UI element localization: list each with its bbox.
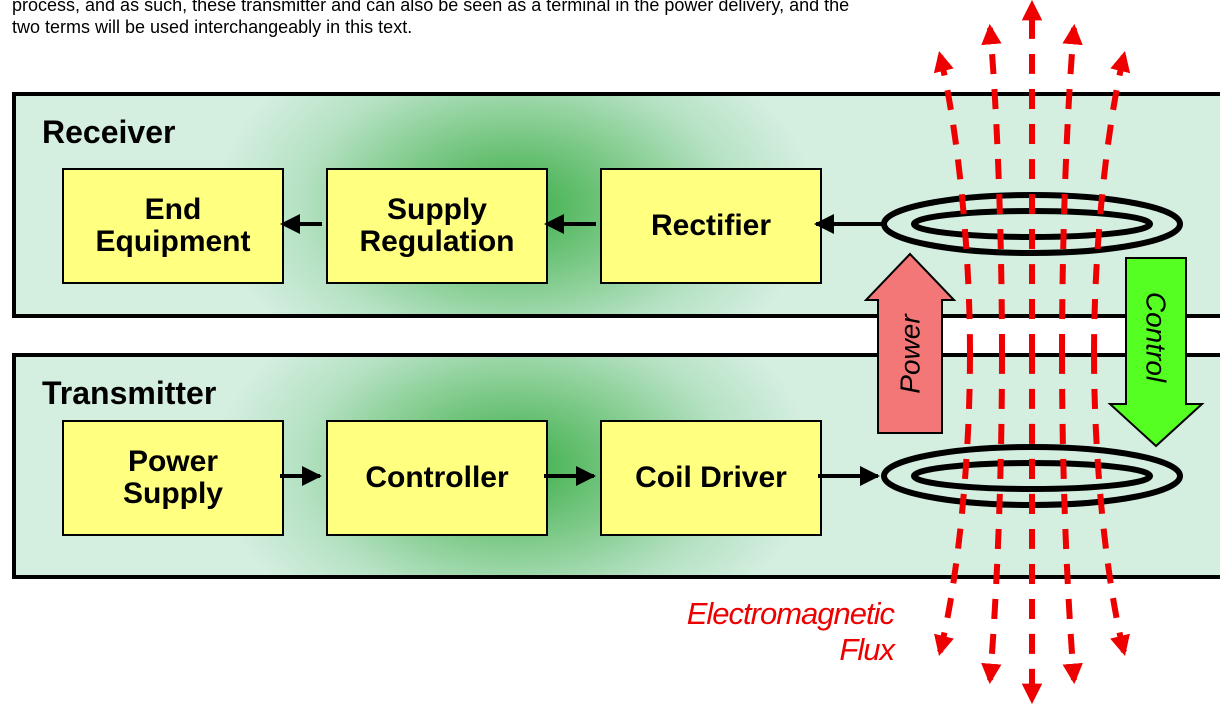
- coil-driver-block: Coil Driver: [600, 420, 822, 536]
- flux-line: [981, 353, 1005, 685]
- power-supply-block: Power Supply: [62, 420, 284, 536]
- flux-line: [933, 51, 973, 355]
- transmitter-title: Transmitter: [42, 375, 217, 411]
- rectifier-label: Rectifier: [650, 209, 772, 242]
- flux-caption-line-1: Electromagnetic: [686, 596, 895, 631]
- intro-text: process, and as such, these transmitter …: [12, 0, 1212, 38]
- flux-lines: [933, 0, 1131, 705]
- flux-caption-line-2: Flux: [839, 632, 895, 667]
- supply-regulation-label: Supply Regulation: [359, 193, 515, 258]
- rectifier-block: Rectifier: [600, 168, 822, 284]
- end-equipment-label: End Equipment: [95, 193, 251, 258]
- flux-caption: Electromagnetic Flux: [554, 596, 895, 668]
- intro-text-line-2: two terms will be used interchangeably i…: [12, 17, 413, 37]
- supply-regulation-block: Supply Regulation: [326, 168, 548, 284]
- intro-text-line-1: process, and as such, these transmitter …: [12, 0, 850, 15]
- flux-line: [981, 23, 1005, 355]
- receiver-title: Receiver: [42, 114, 176, 150]
- power-arrow: [863, 252, 957, 434]
- coil-driver-label: Coil Driver: [635, 461, 787, 494]
- flux-line: [934, 353, 973, 656]
- control-arrow: [1107, 257, 1205, 448]
- controller-block: Controller: [326, 420, 548, 536]
- flux-line: [1091, 353, 1130, 656]
- power-arrow-label: Power: [895, 313, 926, 394]
- flux-line: [1091, 51, 1131, 355]
- control-arrow-label: Control: [1141, 292, 1172, 383]
- flux-line: [1059, 23, 1083, 355]
- power-supply-label: Power Supply: [122, 445, 223, 510]
- controller-label: Controller: [365, 461, 509, 494]
- receiver-panel: Receiver End Equipment Supply Regulation…: [12, 92, 1220, 318]
- flux-line: [1059, 353, 1083, 685]
